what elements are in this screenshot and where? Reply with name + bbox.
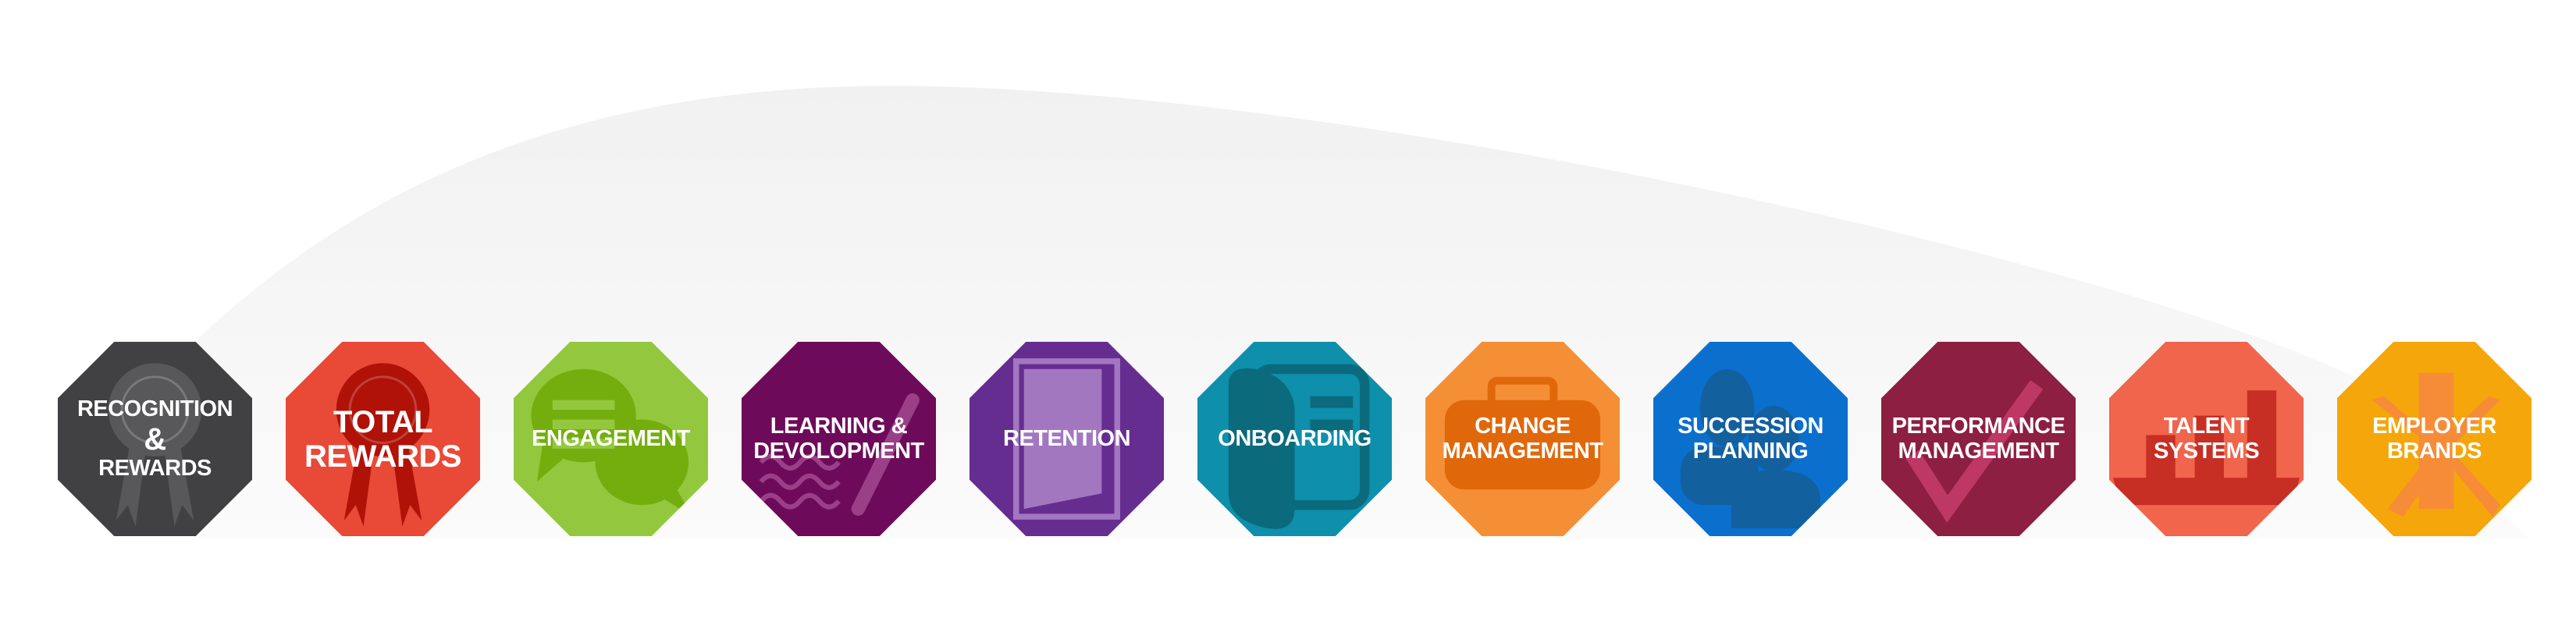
tile-label-line: RECOGNITION xyxy=(76,396,233,421)
tile-label-line: LEARNING & xyxy=(770,413,908,439)
pen-writing-icon xyxy=(759,393,920,516)
asterisk-icon xyxy=(2371,372,2501,517)
tile-label: ENGAGEMENT xyxy=(514,342,708,536)
tile-label: ONBOARDING xyxy=(1197,342,1392,536)
cabinet-icon xyxy=(1228,364,1370,529)
door-icon xyxy=(1013,358,1120,520)
tile-label: RETENTION xyxy=(970,342,1164,536)
tile-label-line: SYSTEMS xyxy=(2153,438,2260,464)
tile-label-line: TALENT xyxy=(2163,413,2250,439)
tile-label-line: EMPLOYER xyxy=(2372,413,2496,439)
people-icon xyxy=(1680,368,1821,529)
bar-chart-icon xyxy=(2112,390,2300,506)
tile-label-line: MANAGEMENT xyxy=(1442,438,1603,464)
tile-onboarding[interactable]: ONBOARDING xyxy=(1197,342,1392,536)
tile-label-line: DEVOLOPMENT xyxy=(753,438,924,464)
tile-label-line: SUCCESSION xyxy=(1678,413,1823,439)
tile-label-line: REWARDS xyxy=(304,439,461,474)
tile-retention[interactable]: RETENTION xyxy=(970,342,1164,536)
tile-learning-development[interactable]: LEARNING &DEVOLOPMENT xyxy=(742,342,936,536)
checkmark-icon xyxy=(1905,379,2044,523)
tile-label-line: PERFORMANCE xyxy=(1891,413,2065,439)
tile-label-line: PLANNING xyxy=(1692,438,1809,464)
tile-label-line: RETENTION xyxy=(1002,425,1131,451)
tile-label: LEARNING &DEVOLOPMENT xyxy=(742,342,936,536)
tile-label-line: ENGAGEMENT xyxy=(532,425,690,451)
ribbon-icon xyxy=(336,363,430,527)
tile-label-line: MANAGEMENT xyxy=(1898,438,2059,464)
tile-label-line: ONBOARDING xyxy=(1218,425,1372,451)
tile-engagement[interactable]: ENGAGEMENT xyxy=(514,342,708,536)
tile-label-line: & xyxy=(144,421,166,457)
briefcase-icon xyxy=(1444,376,1601,490)
tile-label-line: TOTAL xyxy=(333,404,433,439)
tile-label-line: CHANGE xyxy=(1475,413,1571,439)
tile-label-line: REWARDS xyxy=(98,455,212,481)
tile-label-line: BRANDS xyxy=(2386,438,2482,464)
tile-label: RECOGNITION&REWARDS xyxy=(58,342,252,536)
ribbon-icon xyxy=(108,363,202,527)
tile-recognition-rewards[interactable]: RECOGNITION&REWARDS xyxy=(58,342,252,536)
